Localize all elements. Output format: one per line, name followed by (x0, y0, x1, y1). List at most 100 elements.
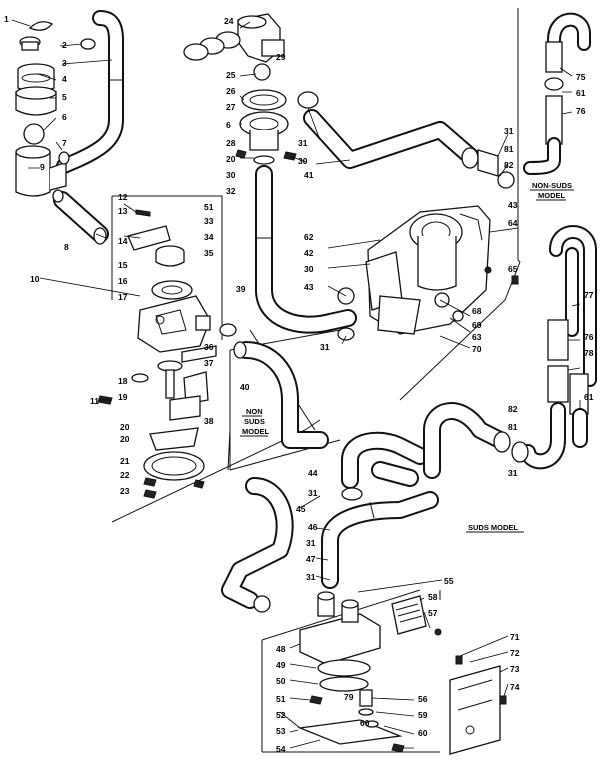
label-45: 45 (296, 504, 306, 514)
pump-outline-box (111, 195, 223, 340)
label-32: 32 (226, 186, 236, 196)
label-34: 34 (204, 232, 214, 242)
label-63: 63 (472, 332, 482, 342)
label-77: 77 (584, 290, 594, 300)
label-6b: 6 (226, 120, 231, 130)
label-31a: 31 (298, 138, 308, 148)
part-25-rings (183, 31, 241, 61)
label-26: 26 (226, 86, 236, 96)
part-28-flange (239, 111, 289, 151)
label-76a: 76 (576, 106, 586, 116)
caption-non-suds-top-line1: NON-SUDS (532, 181, 572, 190)
label-71: 71 (510, 632, 520, 642)
label-81b: 81 (508, 422, 518, 432)
part-14-bracket (127, 225, 171, 251)
label-62: 62 (304, 232, 314, 242)
part-motor-pulley (155, 245, 185, 267)
label-72: 72 (510, 648, 520, 658)
hose-right-suds (520, 225, 597, 470)
hose-40 (233, 341, 329, 449)
label-79: 79 (344, 692, 354, 702)
label-5: 5 (62, 92, 67, 102)
part-26-ball (253, 63, 271, 81)
label-73: 73 (510, 664, 520, 674)
label-14: 14 (118, 236, 128, 246)
label-2: 2 (62, 40, 67, 50)
label-60a: 60 (360, 718, 370, 728)
label-1: 1 (4, 14, 9, 24)
label-24: 24 (224, 16, 234, 26)
label-57: 57 (428, 608, 438, 618)
part-52-54-base (279, 711, 403, 745)
caption-suds-model: SUDS MODEL (466, 523, 524, 533)
part-32-ring (253, 155, 275, 165)
label-25: 25 (226, 70, 236, 80)
caption-non-suds-mid-line3: MODEL (242, 427, 270, 436)
label-9: 9 (40, 162, 45, 172)
screw-65 (511, 275, 519, 285)
clamp-6-9 (52, 151, 70, 203)
label-81a: 81 (504, 144, 514, 154)
hose-3 (56, 10, 124, 174)
clamp-31-lower (219, 323, 355, 341)
label-21: 21 (120, 456, 130, 466)
label-58: 58 (428, 592, 438, 602)
label-51b: 51 (276, 694, 286, 704)
part-60-screw (365, 720, 405, 753)
bracket-73 (449, 655, 507, 755)
label-46: 46 (308, 522, 318, 532)
hose-44-loop (341, 431, 429, 489)
hose-46 (321, 491, 439, 589)
label-23: 23 (120, 486, 130, 496)
hose-45 (221, 477, 294, 613)
label-35: 35 (204, 248, 214, 258)
caption-non-suds-mid-line1: NON (246, 407, 263, 416)
label-65: 65 (508, 264, 518, 274)
part-7-valve-body (15, 145, 67, 197)
caption-non-suds-top: NON-SUDS MODEL (530, 181, 574, 201)
label-44: 44 (308, 468, 318, 478)
part-13-bolt (135, 209, 151, 217)
label-31c: 31 (320, 342, 330, 352)
label-68: 68 (472, 306, 482, 316)
label-56: 56 (418, 694, 428, 704)
parts-22-23-screws (143, 477, 205, 499)
label-31b: 31 (504, 126, 514, 136)
label-18: 18 (118, 376, 128, 386)
part-21-base (143, 451, 205, 481)
hose-center-vertical (255, 165, 357, 334)
part-ball (23, 123, 45, 145)
label-54: 54 (276, 744, 286, 754)
label-31d: 31 (508, 468, 518, 478)
hose-81-82 (423, 402, 529, 479)
label-17: 17 (118, 292, 128, 302)
part-2-clamp (80, 38, 96, 50)
part-47-pump-housing (299, 591, 381, 665)
part-20-gasket (149, 427, 199, 451)
label-74: 74 (510, 682, 520, 692)
label-82a: 82 (504, 160, 514, 170)
label-53: 53 (276, 726, 286, 736)
label-29: 29 (276, 52, 286, 62)
part-8-hose (53, 191, 109, 245)
label-3: 3 (62, 58, 67, 68)
label-28: 28 (226, 138, 236, 148)
label-36: 36 (204, 342, 214, 352)
part-27-gasket (241, 89, 287, 111)
part-51-79-screws (309, 689, 374, 716)
label-59: 59 (418, 710, 428, 720)
label-10: 10 (30, 274, 40, 284)
hose-41 (303, 109, 515, 189)
label-48: 48 (276, 644, 286, 654)
label-82b: 82 (508, 404, 518, 414)
part-5-housing (15, 86, 57, 116)
label-20b: 20 (226, 154, 236, 164)
part-58-motor-block (391, 595, 442, 636)
clamp-31-center (341, 487, 363, 501)
part-1-strainer (19, 21, 54, 51)
label-60b: 60 (418, 728, 428, 738)
label-30a: 30 (226, 170, 236, 180)
label-51: 51 (204, 202, 214, 212)
label-11: 11 (90, 396, 99, 406)
